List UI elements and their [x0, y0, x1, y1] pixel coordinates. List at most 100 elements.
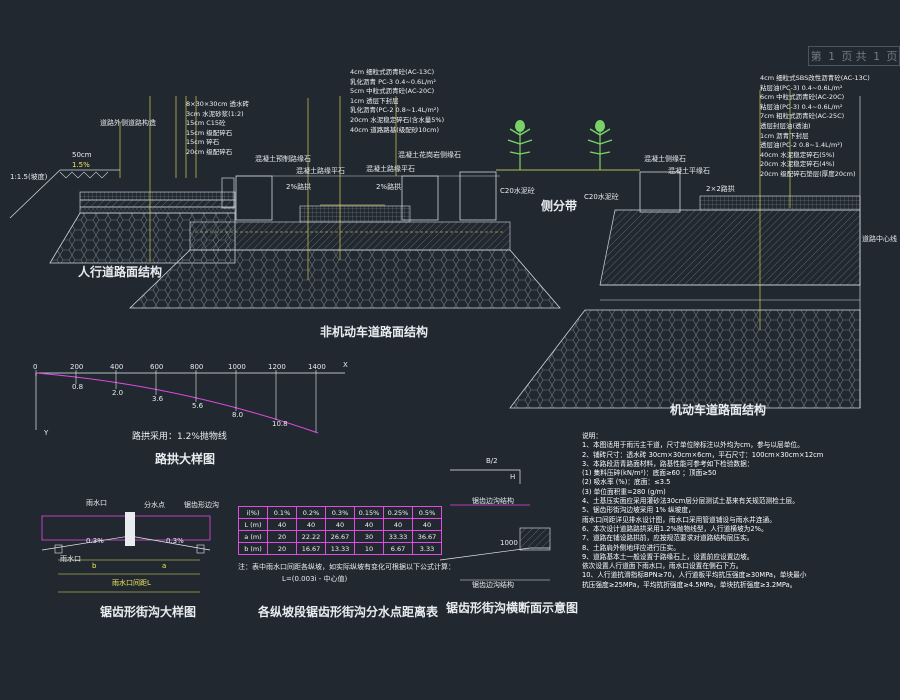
- table-cell: 20: [267, 542, 297, 555]
- page-total: 共 1 页: [855, 50, 898, 63]
- median-plants: [496, 120, 640, 171]
- table-cell: 3.33: [412, 542, 442, 555]
- nonmotor-kerb3-label: 混凝土花岗岩侧缘石: [398, 151, 461, 159]
- title-gutter-section: 锯齿形街沟横断面示意图: [446, 601, 579, 615]
- nonmotor-layer: 40cm 道路路基(级配砂10cm): [350, 125, 439, 134]
- distance-table: i(%) 0.1% 0.2% 0.3% 0.15% 0.25% 0.5% L (…: [238, 506, 442, 555]
- note-line: 9、道路基本土一般设置于路缘石上，设置前应设置边坡。: [582, 552, 754, 561]
- table-cell: 20: [267, 530, 297, 543]
- crown-x-tick: 200: [70, 363, 84, 371]
- crown-x-axis: X: [343, 361, 348, 369]
- crown-y-value: 0.8: [72, 383, 84, 391]
- crown-y-value: 3.6: [152, 395, 164, 403]
- title-nonmotor: 非机动车道路面结构: [320, 325, 429, 339]
- title-gutter: 锯齿形街沟大样图: [100, 605, 197, 619]
- nonmotor-layer: 20cm 水泥稳定碎石(含水量5%): [350, 115, 445, 124]
- gutter-mid-label: 雨水口间距L: [112, 579, 151, 587]
- sidewalk-slope: 1:1.5(坡度): [10, 173, 48, 181]
- gutter-b: b: [92, 562, 97, 570]
- motor-center-label: 道路中心线: [862, 235, 897, 243]
- sidewalk-section: [9, 96, 236, 264]
- nonmotor-kerb4-label: 混凝土路缘平石: [366, 165, 415, 173]
- table-header-cell: 0.5%: [412, 506, 442, 519]
- note-line: 8、土路肩外侧地坪应进行压实。: [582, 543, 680, 552]
- table-row: i(%) 0.1% 0.2% 0.3% 0.15% 0.25% 0.5%: [238, 506, 442, 519]
- note-line: 雨水口间距详见排水设计图，雨水口采用管道铺设与雨水井连通。: [582, 515, 776, 524]
- nonmotor-layer: 5cm 中粒式沥青砼(AC-20C): [350, 87, 435, 96]
- gutter-section-label2: 锯齿边沟结构: [472, 581, 514, 589]
- note-line: 抗压强度≥25MPa，平均抗折强度≥4.5MPa，单块抗折强度≥3.2MPa。: [582, 580, 797, 589]
- gutter-cross-section: [439, 469, 551, 581]
- table-cell: 40: [296, 518, 326, 531]
- nonmotor-section: [129, 96, 561, 309]
- motor-c20-label: C20水泥砼: [584, 193, 619, 201]
- sidewalk-curb-label: 道路外侧道路构造: [100, 119, 156, 127]
- motor-layer: 透层封层油(透油): [760, 121, 811, 130]
- motor-layer: 40cm 水泥稳定碎石(5%): [760, 150, 835, 159]
- crown-x-tick: 1200: [268, 363, 286, 371]
- nonmotor-crown-left: 2%路拱: [286, 183, 312, 191]
- table-row: b (m) 20 16.67 13.33 10 6.67 3.33: [238, 542, 442, 555]
- nonmotor-crown-right: 2%路拱: [376, 183, 402, 191]
- nonmotor-layer-list: 4cm 细粒式沥青砼(AC-13C) 乳化沥青 PC-3 0.4~0.6L/m²…: [350, 68, 444, 135]
- table-header-cell: 0.2%: [296, 506, 326, 519]
- nonmotor-kerb2-label: 混凝土路缘平石: [296, 167, 345, 175]
- table-cell: 33.33: [383, 530, 413, 543]
- sidewalk-width: 50cm: [72, 151, 92, 159]
- table-cell: 40: [267, 518, 297, 531]
- motor-kerb-label: 混凝土侧缘石: [644, 155, 686, 163]
- table-row: a (m) 20 22.22 26.67 30 33.33 36.67: [238, 530, 442, 543]
- table-cell: 26.67: [325, 530, 355, 543]
- gutter-water-in2: 雨水口: [60, 555, 81, 563]
- motor-layer-list: 4cm 细粒式SBS改性沥青砼(AC-13C) 粘层油(PC-3) 0.4~0.…: [760, 74, 870, 180]
- crown-x-tick: 1400: [308, 363, 326, 371]
- page-current: 第 1 页: [810, 50, 853, 63]
- title-sidewalk: 人行道路面结构: [78, 265, 163, 279]
- nonmotor-layer: 乳化沥青 PC-3 0.4~0.6L/m²: [350, 77, 436, 86]
- note-line: (1) 集料压碎(kN/m²)：底面≥60 ；顶面≥50: [582, 469, 717, 478]
- motor-layer: 20cm 级配碎石垫层(厚度20cm): [760, 169, 856, 178]
- motor-layer: 粘层油(PC-3) 0.4~0.6L/m²: [760, 102, 843, 111]
- gutter-a: a: [162, 562, 167, 570]
- notes-block: 说明： 1、本图适用于雨污主干道，尺寸单位除标注以外均为cm，参与以层单位。 2…: [582, 432, 882, 590]
- title-motor: 机动车道路面结构: [670, 403, 767, 417]
- table-cell: 22.22: [296, 530, 326, 543]
- table-cell: 16.67: [296, 542, 326, 555]
- table-cell: 30: [354, 530, 384, 543]
- sidewalk-layer: 8×30×30cm 透水砖: [186, 100, 250, 108]
- motor-layer: 1cm 沥青下封层: [760, 131, 809, 140]
- gutter-section-label1: 锯齿边沟结构: [472, 497, 514, 505]
- gutter-slope-right: 0.3%: [166, 537, 184, 545]
- table-cell: 6.67: [383, 542, 413, 555]
- crown-y-value: 5.6: [192, 402, 204, 410]
- table-cell: a (m): [238, 530, 268, 543]
- table-cell: 13.33: [325, 542, 355, 555]
- table-cell: b (m): [238, 542, 268, 555]
- gutter-water-in-label: 雨水口: [86, 499, 107, 507]
- motor-layer: 6cm 中粒式沥青砼(AC-20C): [760, 93, 845, 102]
- title-median: 侧分带: [541, 199, 578, 213]
- table-header-cell: 0.15%: [354, 506, 384, 519]
- table-header-cell: 0.3%: [325, 506, 355, 519]
- crown-y-value: 2.0: [112, 389, 124, 397]
- table-row: L (m) 40 40 40 40 40 40: [238, 518, 442, 531]
- crown-x-tick: 400: [110, 363, 124, 371]
- crown-y-axis: Y: [44, 429, 49, 437]
- gutter-kerb-label: 锯齿形边沟: [184, 501, 219, 509]
- sidewalk-layer: 15cm 级配碎石: [186, 128, 233, 137]
- title-table: 各纵坡段锯齿形街沟分水点距离表: [258, 605, 439, 619]
- note-line: 7、道路在铺设路拱前，应按规范要求对道路结构层压实。: [582, 534, 754, 543]
- table-cell: 40: [412, 518, 442, 531]
- nonmotor-layer: 1cm 透层下封层: [350, 96, 399, 105]
- note-line: 1、本图适用于雨污主干道，尺寸单位除标注以外均为cm，参与以层单位。: [582, 441, 804, 450]
- crown-x-tick: 600: [150, 363, 164, 371]
- motor-layer: 粘层油(PC-3) 0.4~0.6L/m²: [760, 83, 843, 92]
- motor-layer: 透层油(PC-2 0.8~1.4L/m²): [760, 141, 843, 150]
- nonmotor-layer: 4cm 细粒式沥青砼(AC-13C): [350, 68, 435, 76]
- note-line: 5、锯齿形街沟边坡采用 1% 纵坡度，: [582, 506, 695, 515]
- notes-title: 说明：: [582, 432, 603, 440]
- note-line: 10、人行道抗滑指标BPN≥70，人行道板平均抗压强度≥30MPa，单块最小: [582, 571, 807, 580]
- nonmotor-kerb-label: 混凝土预制路缘石: [255, 155, 311, 163]
- sidewalk-layer: 15cm C15砼: [186, 119, 226, 128]
